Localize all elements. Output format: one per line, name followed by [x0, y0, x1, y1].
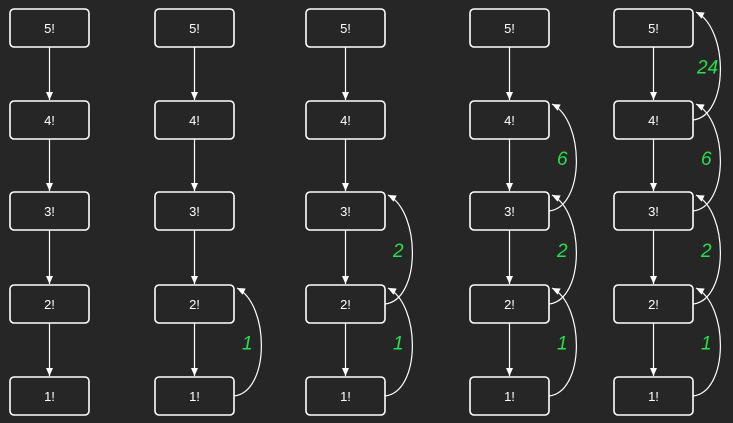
node-box [154, 8, 235, 48]
return-arrow [548, 103, 577, 212]
node-box [9, 100, 90, 140]
node-box [154, 284, 235, 324]
return-value-label: 6 [557, 149, 568, 170]
return-value-label: 6 [701, 149, 712, 170]
node-box [469, 100, 550, 140]
return-value-label: 24 [696, 58, 718, 79]
node-box [305, 284, 386, 324]
node-box [469, 284, 550, 324]
factorial-node: 3! [613, 191, 694, 231]
node-label: 4! [648, 113, 659, 128]
node-label: 4! [44, 113, 55, 128]
return-value-label: 1 [242, 334, 253, 355]
return-arrow [692, 103, 721, 212]
factorial-node: 5! [9, 8, 90, 48]
node-box [469, 191, 550, 231]
factorial-node: 3! [154, 191, 235, 231]
factorial-node: 4! [613, 100, 694, 140]
node-box [305, 100, 386, 140]
node-box [154, 191, 235, 231]
factorial-node: 5! [305, 8, 386, 48]
node-label: 3! [189, 204, 200, 219]
node-label: 1! [648, 389, 659, 404]
factorial-node: 4! [305, 100, 386, 140]
return-arrow [692, 287, 721, 397]
factorial-node: 1! [154, 376, 235, 416]
factorial-node: 5! [469, 8, 550, 48]
factorial-node: 1! [305, 376, 386, 416]
node-label: 5! [189, 21, 200, 36]
node-box [9, 284, 90, 324]
node-label: 5! [648, 21, 659, 36]
node-label: 2! [189, 297, 200, 312]
factorial-node: 3! [305, 191, 386, 231]
return-value-label: 1 [393, 334, 404, 355]
node-label: 2! [340, 297, 351, 312]
factorial-node: 3! [469, 191, 550, 231]
node-box [9, 376, 90, 416]
node-box [613, 284, 694, 324]
node-box [305, 191, 386, 231]
return-value-label: 1 [701, 334, 712, 355]
factorial-node: 2! [305, 284, 386, 324]
factorial-node: 4! [154, 100, 235, 140]
node-label: 5! [44, 21, 55, 36]
node-label: 4! [504, 113, 515, 128]
node-label: 3! [340, 204, 351, 219]
factorial-node: 2! [154, 284, 235, 324]
node-label: 1! [44, 389, 55, 404]
factorial-node: 4! [9, 100, 90, 140]
return-arrow [384, 194, 413, 305]
return-value-label: 1 [557, 334, 568, 355]
factorial-node: 2! [9, 284, 90, 324]
factorial-node: 3! [9, 191, 90, 231]
factorial-node: 5! [154, 8, 235, 48]
node-box [469, 8, 550, 48]
factorial-node: 4! [469, 100, 550, 140]
node-label: 2! [504, 297, 515, 312]
factorial-node: 1! [613, 376, 694, 416]
node-label: 3! [504, 204, 515, 219]
node-box [9, 8, 90, 48]
return-arrow [692, 11, 721, 121]
node-label: 4! [340, 113, 351, 128]
node-box [154, 376, 235, 416]
return-arrow [548, 194, 577, 305]
node-box [613, 191, 694, 231]
node-label: 5! [504, 21, 515, 36]
return-value-label: 2 [700, 241, 712, 262]
node-box [613, 8, 694, 48]
node-label: 2! [44, 297, 55, 312]
node-label: 4! [189, 113, 200, 128]
return-arrow [384, 287, 413, 397]
factorial-node: 1! [469, 376, 550, 416]
node-box [613, 100, 694, 140]
return-arrow [692, 194, 721, 305]
node-label: 3! [648, 204, 659, 219]
node-box [9, 191, 90, 231]
return-arrow [233, 287, 262, 397]
node-label: 1! [504, 389, 515, 404]
factorial-node: 2! [469, 284, 550, 324]
node-box [154, 100, 235, 140]
node-box [305, 8, 386, 48]
factorial-node: 2! [613, 284, 694, 324]
node-box [469, 376, 550, 416]
factorial-node: 1! [9, 376, 90, 416]
node-label: 3! [44, 204, 55, 219]
node-label: 5! [340, 21, 351, 36]
node-label: 1! [340, 389, 351, 404]
node-box [305, 376, 386, 416]
factorial-node: 5! [613, 8, 694, 48]
node-box [613, 376, 694, 416]
node-label: 2! [648, 297, 659, 312]
return-value-label: 2 [556, 241, 568, 262]
return-arrow [548, 287, 577, 397]
node-label: 1! [189, 389, 200, 404]
return-value-label: 2 [392, 241, 404, 262]
